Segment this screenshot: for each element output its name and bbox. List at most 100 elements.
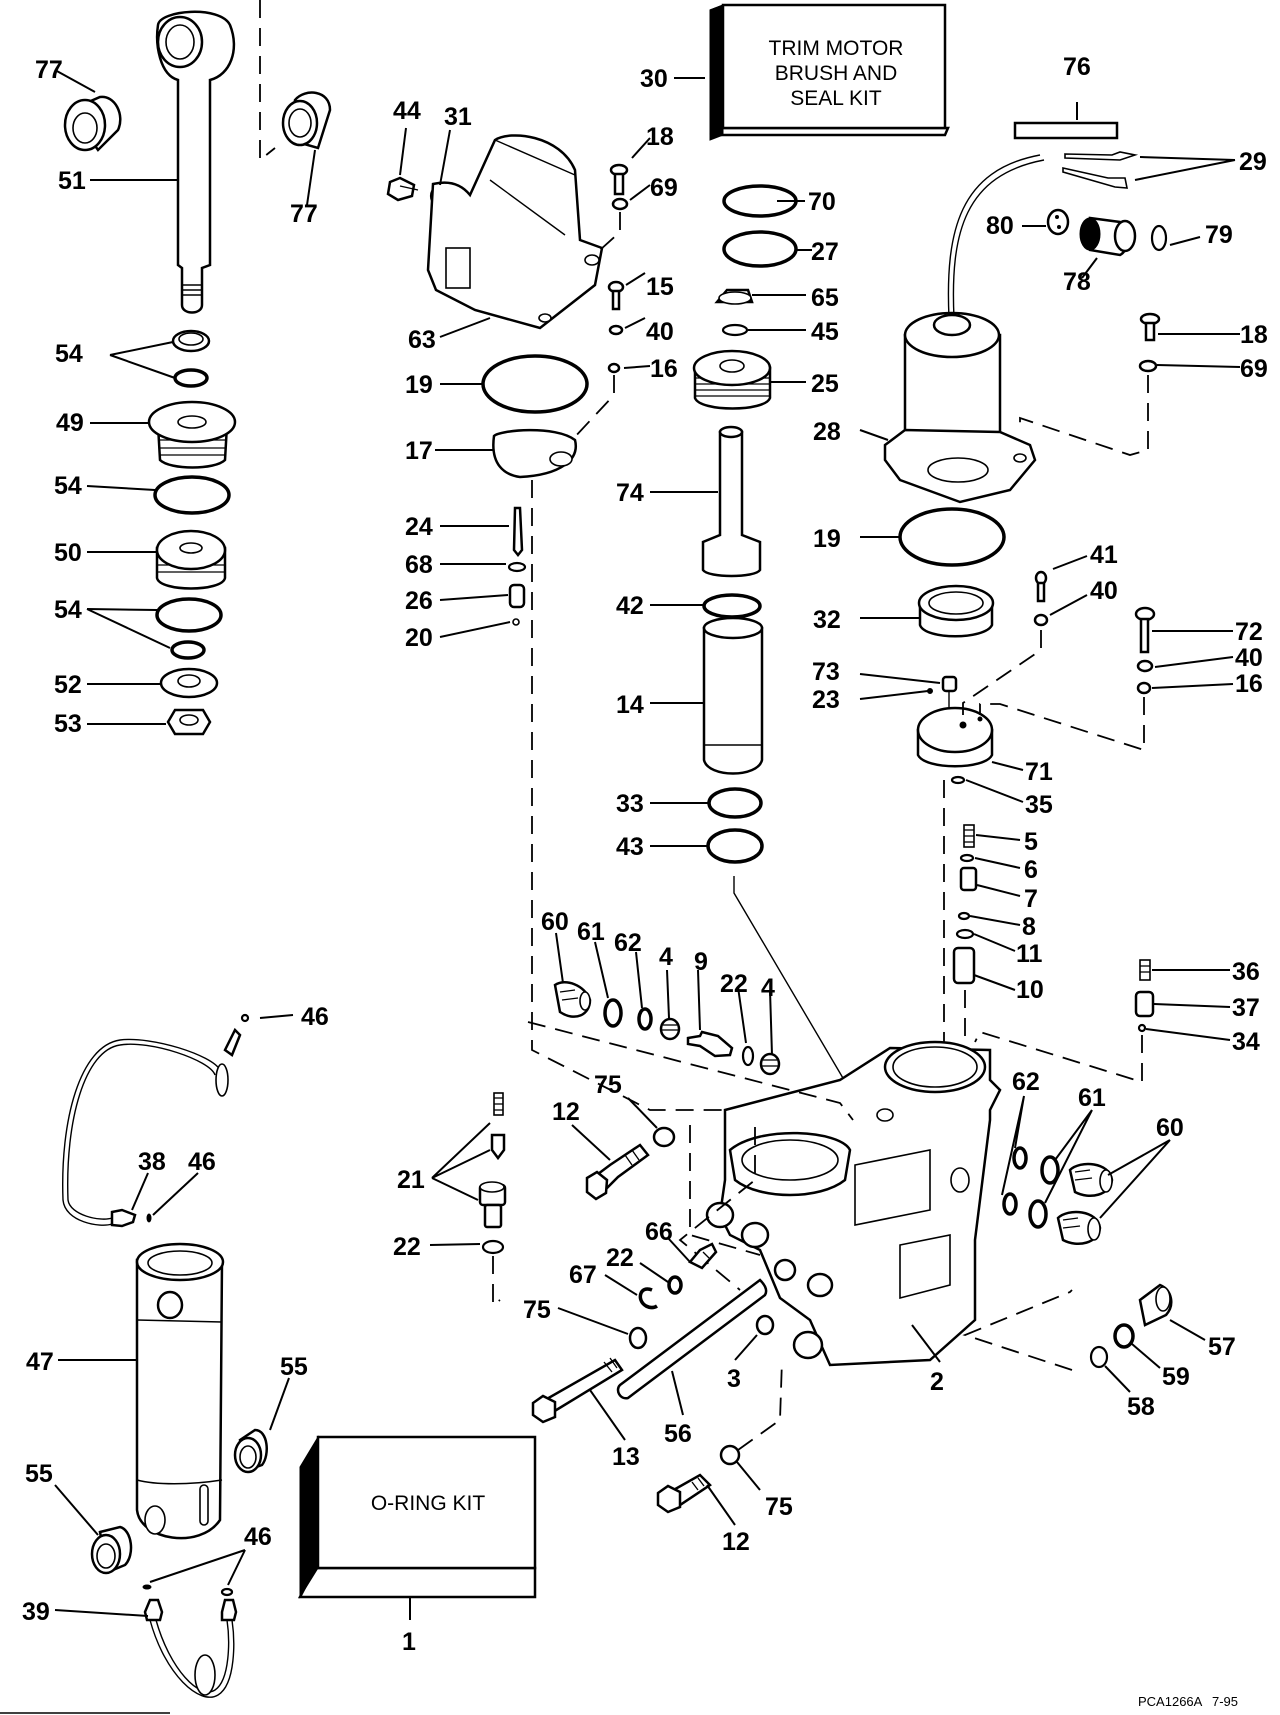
part-6-oring[interactable] <box>959 853 975 863</box>
part-32-sleeve[interactable] <box>917 584 995 638</box>
part-44-fill-screw[interactable] <box>386 176 419 202</box>
part-17-valve-cover[interactable] <box>492 428 577 479</box>
part-38-hose-upper[interactable] <box>62 1027 242 1228</box>
part-29-terminals[interactable] <box>1062 151 1139 189</box>
part-63-reservoir-cover[interactable] <box>426 134 604 330</box>
part-22-oring-fitting[interactable] <box>667 1275 683 1295</box>
part-60-plug-right-upper[interactable] <box>1068 1162 1114 1197</box>
part-35-oring[interactable] <box>950 775 966 785</box>
part-62-oring-right-upper[interactable] <box>1012 1146 1028 1170</box>
part-54-oring-small[interactable] <box>170 640 206 660</box>
part-54-oring-middle[interactable] <box>153 475 231 515</box>
part-4-spring-right[interactable] <box>759 1052 781 1076</box>
part-16-washer-right[interactable] <box>1136 681 1152 695</box>
part-55-bushing-right[interactable] <box>233 1428 268 1474</box>
part-54-seal-upper[interactable] <box>171 329 211 353</box>
part-43-oring[interactable] <box>706 828 764 864</box>
part-22-oring[interactable] <box>741 1045 755 1067</box>
part-54-oring-lower[interactable] <box>155 597 223 633</box>
part-41-screw[interactable] <box>1034 570 1048 603</box>
part-78-connector[interactable] <box>1079 216 1137 257</box>
part-5-spring[interactable] <box>963 824 975 848</box>
part-59-oring[interactable] <box>1113 1323 1135 1349</box>
part-13-bolt[interactable] <box>531 1357 624 1424</box>
part-20-ball[interactable] <box>512 618 520 626</box>
part-37-check-valve[interactable] <box>1134 990 1155 1018</box>
part-66-fitting[interactable] <box>688 1242 718 1270</box>
part-19-oring-upper[interactable] <box>481 354 589 414</box>
part-61-oring-right-upper[interactable] <box>1040 1155 1060 1185</box>
part-49-end-cap[interactable] <box>147 400 237 469</box>
part-7-valve-seat[interactable] <box>959 866 978 892</box>
part-57-valve[interactable] <box>1138 1283 1173 1327</box>
part-34-ball[interactable] <box>1137 1023 1147 1033</box>
part-21-release-valve[interactable] <box>478 1092 507 1229</box>
part-80-grommet[interactable] <box>1046 208 1070 236</box>
part-73-valve[interactable] <box>941 675 958 708</box>
part-74-pump-shaft[interactable] <box>701 425 762 578</box>
part-56-pin[interactable] <box>616 1278 768 1400</box>
part-12-bolt-lower[interactable] <box>656 1473 712 1514</box>
part-12-bolt-upper[interactable] <box>585 1143 650 1201</box>
part-14-cylinder-sleeve[interactable] <box>702 616 764 775</box>
part-47-cylinder[interactable] <box>135 1242 225 1540</box>
part-51-piston-rod[interactable] <box>155 10 236 314</box>
part-75-washer-upper[interactable] <box>652 1126 676 1148</box>
part-55-bushing-left[interactable] <box>90 1525 133 1575</box>
part-68-oring[interactable] <box>507 561 527 573</box>
part-60-plug-left[interactable] <box>553 981 592 1018</box>
part-18-screw[interactable] <box>609 163 629 196</box>
part-18-screw-right[interactable] <box>1139 312 1161 342</box>
part-46-oring-low-right[interactable] <box>220 1587 234 1597</box>
trim-motor-brush-seal-kit[interactable]: 30 TRIM MOTOR BRUSH AND SEAL KIT <box>640 3 950 141</box>
part-77-bushing-right[interactable] <box>281 91 332 150</box>
part-54-oring-upper[interactable] <box>173 368 209 388</box>
part-39-hose-lower[interactable] <box>143 1598 238 1698</box>
oring-kit[interactable]: 1 O-RING KIT <box>297 1435 537 1656</box>
part-75-washer-lower[interactable] <box>719 1444 741 1466</box>
part-23-ball[interactable] <box>927 688 933 694</box>
part-16-washer[interactable] <box>607 362 621 374</box>
part-45-oring[interactable] <box>721 323 749 337</box>
part-50-piston[interactable] <box>155 529 227 590</box>
part-61-oring-left[interactable] <box>603 998 623 1028</box>
part-9-valve[interactable] <box>686 1030 734 1058</box>
part-19-oring-lower[interactable] <box>898 507 1006 567</box>
part-22-oring-release[interactable] <box>481 1239 505 1255</box>
part-69-washer[interactable] <box>611 197 629 211</box>
part-46-oring-low-left[interactable] <box>142 1584 152 1590</box>
part-40-washer-right[interactable] <box>1033 613 1049 627</box>
part-42-ring[interactable] <box>702 593 762 619</box>
part-27-oring[interactable] <box>722 230 798 268</box>
part-62-oring-right-lower[interactable] <box>1002 1192 1018 1216</box>
part-46-oring-mid[interactable] <box>146 1213 152 1223</box>
part-24-screw[interactable] <box>512 506 524 558</box>
part-46-oring-top[interactable] <box>240 1013 250 1023</box>
part-40-washer-far-right[interactable] <box>1136 659 1154 673</box>
part-77-bushing-left[interactable] <box>63 95 122 152</box>
part-75-washer-middle[interactable] <box>628 1326 648 1350</box>
part-71-pump-body[interactable] <box>916 706 994 768</box>
part-72-screw[interactable] <box>1134 606 1156 654</box>
part-15-screw[interactable] <box>607 280 625 311</box>
part-62-oring-left[interactable] <box>637 1007 653 1031</box>
part-60-plug-right-lower[interactable] <box>1056 1210 1102 1245</box>
part-28-trim-motor[interactable] <box>883 154 1045 504</box>
part-52-washer[interactable] <box>159 667 219 699</box>
part-53-nut[interactable] <box>166 708 212 736</box>
part-58-oring[interactable] <box>1089 1345 1109 1369</box>
part-11-oring[interactable] <box>955 928 975 940</box>
part-61-oring-right-lower[interactable] <box>1028 1199 1048 1229</box>
part-4-spring-left[interactable] <box>659 1017 681 1041</box>
part-67-retaining-ring[interactable] <box>638 1287 658 1310</box>
part-76-sleeve[interactable] <box>1013 121 1119 140</box>
part-10-valve[interactable] <box>952 946 976 985</box>
part-2-pump-housing[interactable] <box>705 1040 1002 1367</box>
part-65-seal[interactable] <box>714 288 754 305</box>
part-26-valve[interactable] <box>508 583 526 609</box>
part-33-oring[interactable] <box>707 787 763 819</box>
part-36-spring[interactable] <box>1139 959 1151 981</box>
part-8-oring[interactable] <box>957 911 971 921</box>
part-25-threaded-plug[interactable] <box>692 349 772 410</box>
part-3-screw[interactable] <box>755 1314 775 1336</box>
